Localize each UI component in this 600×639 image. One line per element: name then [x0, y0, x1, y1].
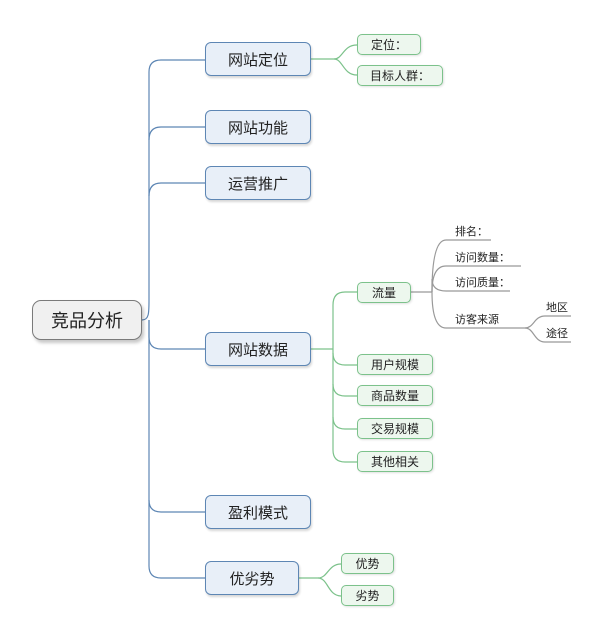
branch-profit-model[interactable]: 盈利模式: [205, 495, 311, 529]
node-label: 用户规模: [370, 358, 419, 372]
branch-label: 运营推广: [227, 174, 288, 193]
node-other-related[interactable]: 其他相关: [357, 451, 433, 472]
node-label: 劣势: [355, 589, 380, 603]
node-label: 交易规模: [370, 422, 419, 436]
branch-child-lines: [299, 44, 358, 597]
root-label: 竞品分析: [51, 311, 123, 332]
node-disadvantages[interactable]: 劣势: [341, 585, 394, 606]
node-traffic[interactable]: 流量: [357, 282, 411, 303]
branch-label: 盈利模式: [227, 503, 288, 522]
node-user-scale[interactable]: 用户规模: [357, 354, 433, 375]
branch-site-data[interactable]: 网站数据: [205, 332, 311, 366]
node-label: 目标人群：: [369, 69, 430, 83]
node-advantages[interactable]: 优势: [341, 553, 394, 574]
branch-pros-cons[interactable]: 优劣势: [205, 561, 299, 595]
branch-label: 网站定位: [227, 50, 288, 69]
node-positioning[interactable]: 定位：: [357, 34, 421, 55]
node-target-audience[interactable]: 目标人群：: [357, 65, 443, 86]
node-product-count[interactable]: 商品数量: [357, 385, 433, 406]
node-transaction-scale[interactable]: 交易规模: [357, 418, 433, 439]
source-region[interactable]: 地区: [546, 301, 568, 314]
node-label: 商品数量: [370, 389, 419, 403]
traffic-item-visitor-source[interactable]: 访客来源: [455, 313, 499, 326]
branch-label: 优劣势: [229, 569, 275, 588]
node-label: 流量: [371, 286, 396, 300]
root-node[interactable]: 竞品分析: [32, 300, 142, 340]
node-label: 优势: [355, 557, 380, 571]
branch-label: 网站功能: [227, 118, 288, 137]
traffic-item-visit-quality[interactable]: 访问质量：: [455, 276, 510, 289]
branch-label: 网站数据: [227, 340, 288, 359]
root-branch-lines: [141, 59, 205, 579]
source-channel[interactable]: 途径: [546, 327, 568, 340]
traffic-item-ranking[interactable]: 排名：: [455, 225, 488, 238]
branch-site-positioning[interactable]: 网站定位: [205, 42, 311, 76]
branch-site-features[interactable]: 网站功能: [205, 110, 311, 144]
node-label: 定位：: [370, 38, 407, 52]
traffic-item-visit-count[interactable]: 访问数量：: [455, 251, 510, 264]
node-label: 其他相关: [370, 455, 419, 469]
branch-operations-promotion[interactable]: 运营推广: [205, 166, 311, 200]
traffic-detail-lines: [411, 239, 571, 343]
